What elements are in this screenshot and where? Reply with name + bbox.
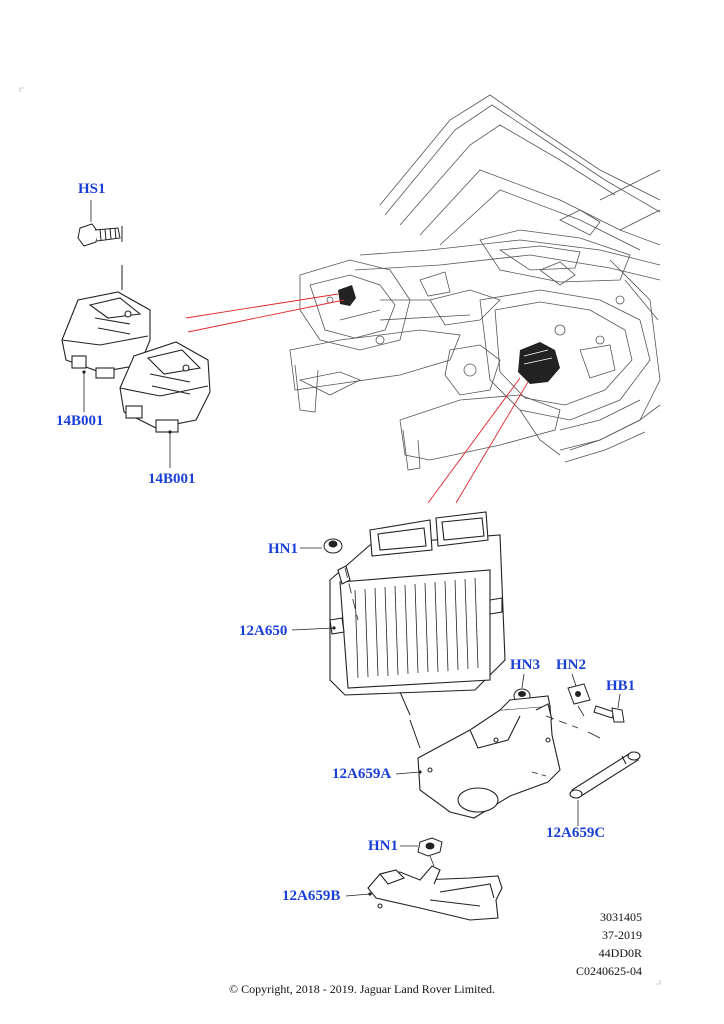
callout-12a659b[interactable]: 12A659B [282,888,341,904]
callout-hn3[interactable]: HN3 [510,657,540,673]
callout-hn1-bottom[interactable]: HN1 [368,838,398,854]
mount-14b001-first [61,291,151,379]
callout-hs1[interactable]: HS1 [78,181,106,197]
mount-14b001-second [119,341,211,433]
bracket-12a659b [367,865,503,921]
callout-14b001-second[interactable]: 14B001 [148,471,196,487]
hn1-nut-top-icon [323,538,343,554]
copyright-notice: © Copyright, 2018 - 2019. Jaguar Land Ro… [228,982,496,996]
highlighted-mount-left [338,285,356,306]
callout-12a650[interactable]: 12A650 [239,623,288,639]
corner-mark-top-left [19,87,24,92]
hb1-bolt-icon [593,705,625,723]
callout-hn1-top[interactable]: HN1 [268,541,298,557]
bracket-12a659a [417,695,561,819]
ecu-12a650 [329,511,506,696]
red-leader-lines [185,293,529,504]
reference-line-2: 37-2019 [602,928,642,942]
hs1-bolt-icon [77,223,121,247]
callout-14b001-first[interactable]: 14B001 [56,413,104,429]
corner-mark-bottom-right [656,980,661,985]
vehicle-body-structure [289,94,661,471]
callout-12a659c[interactable]: 12A659C [546,825,606,841]
reference-line-1: 3031405 [600,910,642,924]
rod-12a659c [569,751,641,799]
reference-line-4: C0240625-04 [576,964,642,978]
callout-12a659a[interactable]: 12A659A [332,766,392,782]
ecu-cooling-fins [354,577,479,679]
hn2-clip-nut-icon [567,683,591,705]
hn1-nut-bottom-icon [417,837,443,857]
callout-hn2[interactable]: HN2 [556,657,586,673]
highlighted-ecu-location [518,342,560,384]
reference-line-3: 44DD0R [598,946,642,960]
callout-hb1[interactable]: HB1 [606,678,636,694]
